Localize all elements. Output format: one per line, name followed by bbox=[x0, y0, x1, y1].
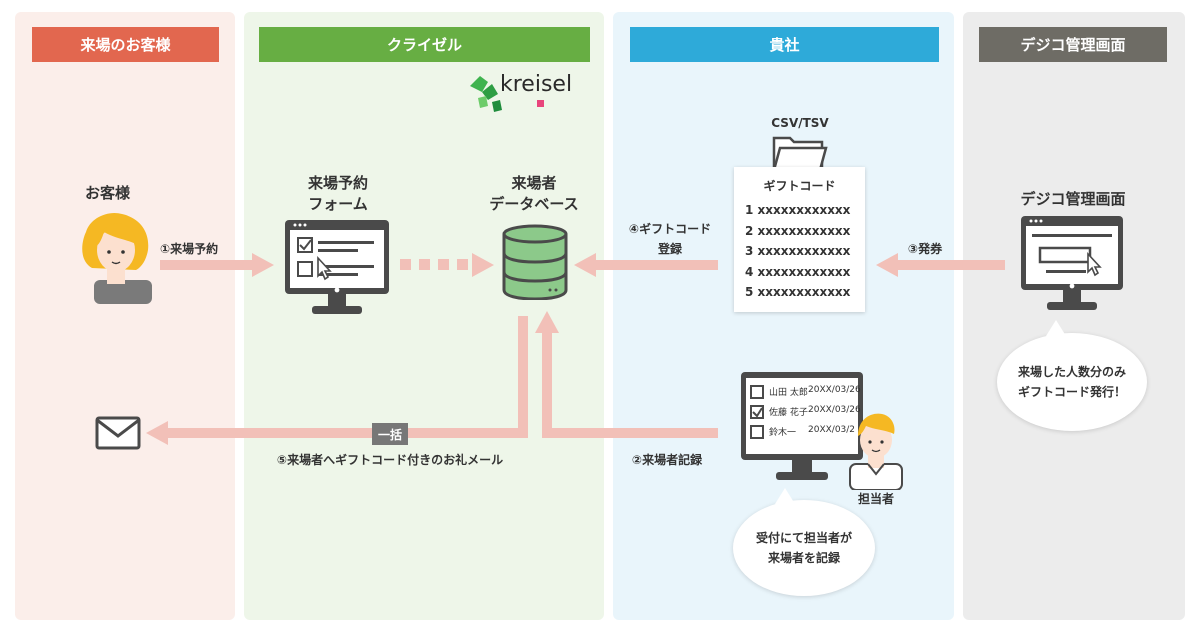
staff-bubble: 受付にて担当者が来場者を記録 bbox=[733, 500, 875, 596]
gift-code-item: 3 xxxxxxxxxxxx bbox=[745, 244, 851, 258]
bulk-badge: 一括 bbox=[372, 423, 408, 445]
db-label-line2: データベース bbox=[489, 195, 579, 213]
folder-icon bbox=[772, 136, 828, 172]
gift-code-item: 4 xxxxxxxxxxxx bbox=[745, 264, 851, 279]
gift-code-title: ギフトコード bbox=[763, 179, 836, 193]
step2-arrow-vertical bbox=[542, 333, 552, 438]
kreisel-logo-icon bbox=[470, 76, 502, 112]
gift-code-item: 2 xxxxxxxxxxxx bbox=[745, 223, 851, 238]
record-date: 20XX/03/2 bbox=[808, 425, 856, 435]
database-icon bbox=[502, 224, 568, 300]
step5-label: ⑤来場者へギフトコード付きのお礼メール bbox=[276, 453, 504, 467]
mail-icon bbox=[95, 416, 141, 450]
customer-avatar-icon bbox=[82, 212, 152, 304]
logo-dot bbox=[537, 100, 544, 107]
form-label-line1: 来場予約 bbox=[307, 174, 368, 192]
step5-arrow-vertical bbox=[518, 316, 528, 438]
digico-lane-header: デジコ管理画面 bbox=[979, 27, 1167, 62]
form-monitor-icon bbox=[285, 220, 389, 314]
step5-arrow-horizontal bbox=[168, 428, 528, 438]
digico-monitor-icon bbox=[1021, 216, 1123, 310]
digico-bubble: 来場した人数分のみギフトコード発行！ bbox=[997, 333, 1147, 431]
digico-bubble-line2: ギフトコード発行！ bbox=[1017, 385, 1126, 399]
staff-avatar-icon bbox=[849, 413, 903, 490]
db-label-line1: 来場者 bbox=[511, 174, 557, 192]
step4-label-line2: 登録 bbox=[657, 242, 682, 256]
digico-bubble-line1: 来場した人数分のみ bbox=[1017, 365, 1126, 379]
digico-lane bbox=[963, 12, 1185, 620]
record-date: 20XX/03/26 bbox=[808, 405, 861, 415]
gift-code-item: 1 xxxxxxxxxxxx bbox=[745, 203, 851, 217]
staff-bubble-tail bbox=[775, 488, 795, 504]
staff-label: 担当者 bbox=[857, 492, 894, 506]
csv-label: CSV/TSV bbox=[771, 116, 829, 130]
step3-label: ③発券 bbox=[907, 242, 943, 256]
kreisel-logo-text: kreisel bbox=[500, 72, 573, 97]
customer-lane-header: 来場のお客様 bbox=[32, 27, 219, 62]
customer-lane bbox=[15, 12, 235, 620]
gift-code-item: 5 xxxxxxxxxxxx bbox=[745, 285, 851, 299]
step4-arrow bbox=[595, 260, 718, 270]
kreisel-lane-header: クライゼル bbox=[259, 27, 590, 62]
record-name: 山田 太郎 bbox=[769, 388, 808, 398]
step1-label: ①来場予約 bbox=[160, 242, 219, 256]
record-name: 鈴木一 bbox=[769, 428, 797, 438]
gift-code-list: ギフトコード 1 xxxxxxxxxxxx 2 xxxxxxxxxxxx 3 x… bbox=[734, 167, 865, 312]
digico-label: デジコ管理画面 bbox=[1020, 190, 1126, 208]
form-label-line2: フォーム bbox=[308, 195, 368, 213]
customer-label: お客様 bbox=[85, 184, 131, 202]
step1-arrow bbox=[160, 260, 254, 270]
staff-bubble-line1: 受付にて担当者が bbox=[755, 531, 852, 545]
step3-arrow bbox=[897, 260, 1005, 270]
form-to-db-dots bbox=[400, 259, 472, 270]
step4-label-line1: ④ギフトコード bbox=[628, 222, 712, 236]
digico-bubble-tail bbox=[1046, 320, 1066, 336]
step2-arrow-horizontal bbox=[542, 428, 718, 438]
staff-monitor-icon bbox=[741, 372, 863, 480]
staff-bubble-line2: 来場者を記録 bbox=[767, 551, 840, 565]
step2-label: ②来場者記録 bbox=[631, 453, 703, 467]
company-lane-header: 貴社 bbox=[630, 27, 939, 62]
record-date: 20XX/03/26 bbox=[808, 385, 861, 395]
record-name: 佐藤 花子 bbox=[769, 408, 808, 418]
